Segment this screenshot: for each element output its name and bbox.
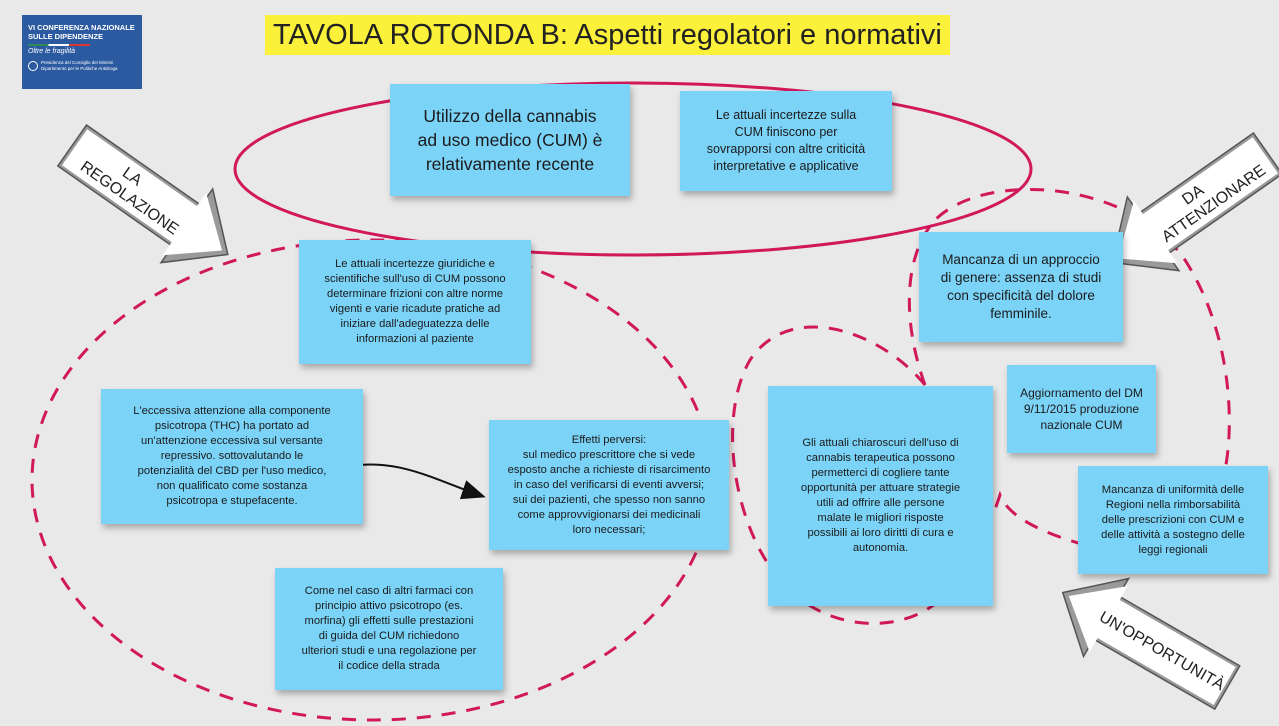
note-opportunities-text-line-1: Gli attuali chiaroscuri dell'uso di	[802, 437, 959, 449]
note-opportunities-text: Gli attuali chiaroscuri dell'uso di canna…	[801, 436, 960, 556]
note-perverse-effects-text-line-4: in caso del verificarsi di eventi avvers…	[513, 478, 705, 491]
logo-tricolor	[28, 44, 90, 46]
note-legal-frictions-text-line-1: Le attuali incertezze giuridiche e	[335, 258, 495, 270]
logo-tagline: Oltre le fragilità	[28, 48, 76, 55]
note-thc-attention-text-line-5: potenzialità del CBD per l'uso medico,	[137, 465, 327, 477]
note-gender-approach[interactable]: Mancanza di un approccio di genere: assen…	[919, 232, 1123, 342]
note-dm-update[interactable]: Aggiornamento del DM 9/11/2015 produzione…	[1007, 365, 1156, 453]
note-legal-frictions-text-line-6: informazioni al paziente	[356, 333, 474, 345]
note-opportunities-text-line-3: permetterci di cogliere tante	[811, 467, 950, 479]
note-regional-uniformity-text-line-5: leggi regionali	[1138, 543, 1208, 556]
note-cum-recent-text-line-2: ad uso medico (CUM) è	[417, 130, 603, 150]
note-cum-recent-text-line-1: Utilizzo della cannabis	[423, 106, 597, 126]
note-perverse-effects-text-line-7: loro necessari;	[572, 523, 646, 536]
logo-institution-line1: Presidenza del Consiglio dei Ministri	[41, 60, 114, 65]
note-uncertainties-overlap-text-line-3: sovrapporsi con altre criticità	[706, 142, 866, 156]
note-thc-attention-text-line-3: un'attenzione eccessiva sul versante	[141, 435, 323, 447]
note-legal-frictions-text-line-4: vigenti e varie ricadute pratiche ad	[329, 303, 501, 315]
note-cum-recent[interactable]: Utilizzo della cannabis ad uso medico (CU…	[390, 84, 630, 196]
note-dm-update-text: Aggiornamento del DM 9/11/2015 produzione…	[1020, 385, 1143, 433]
note-driving-text-line-3: morfina) gli effetti sulle prestazioni	[304, 615, 474, 627]
note-uncertainties-overlap-text-line-2: CUM finiscono per	[734, 125, 838, 139]
note-opportunities[interactable]: Gli attuali chiaroscuri dell'uso di canna…	[768, 386, 993, 606]
note-legal-frictions-text-line-2: scientifiche sull'uso di CUM possono	[324, 273, 506, 285]
note-gender-approach-text: Mancanza di un approccio di genere: assen…	[941, 251, 1102, 323]
note-regional-uniformity-text-line-1: Mancanza di uniformità delle	[1101, 483, 1245, 496]
note-regional-uniformity-text-line-3: delle prescrizioni con CUM e	[1101, 513, 1245, 526]
note-dm-update-text-line-3: nazionale CUM	[1040, 418, 1123, 432]
note-opportunities-text-line-6: malate le migliori risposte	[817, 512, 944, 524]
note-thc-attention-text-line-7: psicotropa e stupefacente.	[166, 495, 298, 507]
arrow-la-regolazione: LA REGOLAZIONE	[56, 123, 229, 264]
note-perverse-effects-text-line-2: sul medico prescrittore che si vede	[522, 448, 696, 461]
note-driving[interactable]: Come nel caso di altri farmaci con princi…	[275, 568, 503, 690]
note-thc-attention-text-line-6: non qualificato come sostanza	[156, 480, 308, 492]
note-thc-attention-text: L'eccessiva attenzione alla componente ps…	[133, 404, 330, 509]
note-perverse-effects-text-line-5: sui dei pazienti, che spesso non sanno	[512, 493, 706, 506]
note-driving-text-line-4: di guida del CUM richiedono	[318, 630, 460, 642]
note-driving-text-line-6: il codice della strada	[338, 660, 440, 672]
note-thc-attention[interactable]: L'eccessiva attenzione alla componente ps…	[101, 389, 363, 524]
note-legal-frictions-text-line-3: determinare frizioni con altre norme	[327, 288, 503, 300]
note-thc-attention-text-line-2: psicotropa (THC) ha portato ad	[154, 420, 310, 432]
note-gender-approach-text-line-4: femminile.	[990, 306, 1052, 321]
note-gender-approach-text-line-2: di genere: assenza di studi	[940, 270, 1102, 285]
right-dashed-loop	[907, 187, 1231, 471]
note-opportunities-text-line-4: opportunità per attuare strategie	[800, 482, 961, 494]
note-perverse-effects-text: Effetti perversi: sul medico prescrittore…	[508, 433, 711, 538]
note-cum-recent-text-line-3: relativamente recente	[425, 154, 595, 174]
note-cum-recent-text: Utilizzo della cannabis ad uso medico (CU…	[418, 104, 603, 176]
logo-institution-line2: Dipartimento per le Politiche Antidroga	[41, 65, 118, 71]
logo-line1: VI CONFERENZA NAZIONALE	[28, 23, 135, 32]
top-solid-ellipse	[233, 81, 1033, 257]
note-gender-approach-text-line-1: Mancanza di un approccio	[942, 252, 1100, 267]
note-legal-frictions-text-line-5: iniziare dall'adeguatezza delle	[340, 318, 490, 330]
note-legal-frictions[interactable]: Le attuali incertezze giuridiche e scient…	[299, 240, 531, 364]
note-thc-attention-text-line-4: repressivo. sottovalutando le	[160, 450, 304, 462]
note-gender-approach-text-line-3: con specificità del dolore	[947, 288, 1095, 303]
connector-arrow	[349, 463, 486, 500]
note-perverse-effects-text-line-1: Effetti perversi:	[571, 433, 647, 446]
note-legal-frictions-text: Le attuali incertezze giuridiche e scient…	[324, 257, 505, 347]
logo-institution: Presidenza del Consiglio dei Ministri Di…	[28, 60, 136, 71]
note-opportunities-text-line-7: possibili ai loro diritti di cura e	[807, 527, 954, 539]
note-driving-text-line-5: ulteriori studi e una regolazione per	[301, 645, 477, 657]
note-driving-text-line-1: Come nel caso di altri farmaci con	[304, 585, 474, 597]
note-dm-update-text-line-2: 9/11/2015 produzione	[1023, 402, 1140, 416]
note-regional-uniformity-text-line-2: Regioni nella rimborsabilità	[1105, 498, 1241, 511]
note-uncertainties-overlap-text-line-1: Le attuali incertezze sulla	[715, 108, 857, 122]
note-dm-update-text-line-1: Aggiornamento del DM	[1020, 386, 1143, 400]
arrow-un-opportunita: UN'OPPORTUNITÀ	[1061, 577, 1241, 711]
note-opportunities-text-line-5: utili ad offrire alle persone	[816, 497, 945, 509]
note-thc-attention-text-line-1: L'eccessiva attenzione alla componente	[133, 405, 331, 417]
note-perverse-effects-text-line-3: esposto anche a richieste di risarciment…	[507, 463, 711, 476]
republic-seal-icon	[28, 60, 38, 71]
note-uncertainties-overlap-text-line-4: interpretative e applicative	[713, 159, 859, 173]
note-opportunities-text-line-2: cannabis terapeutica possono	[806, 452, 955, 464]
note-driving-text-line-2: principio attivo psicotropo (es.	[314, 600, 463, 612]
conference-logo: VI CONFERENZA NAZIONALE SULLE DIPENDENZE…	[22, 15, 142, 89]
note-perverse-effects[interactable]: Effetti perversi: sul medico prescrittore…	[489, 420, 729, 550]
page-title: TAVOLA ROTONDA B: Aspetti regolatori e n…	[265, 15, 950, 55]
note-perverse-effects-text-line-6: come approvvigionarsi dei medicinali	[517, 508, 701, 521]
note-opportunities-text-line-8: autonomia.	[852, 542, 909, 554]
note-regional-uniformity-text-line-4: delle attività a sostegno delle	[1101, 528, 1245, 541]
logo-line2: SULLE DIPENDENZE	[28, 32, 104, 41]
note-driving-text: Come nel caso di altri farmaci con princi…	[302, 584, 477, 674]
